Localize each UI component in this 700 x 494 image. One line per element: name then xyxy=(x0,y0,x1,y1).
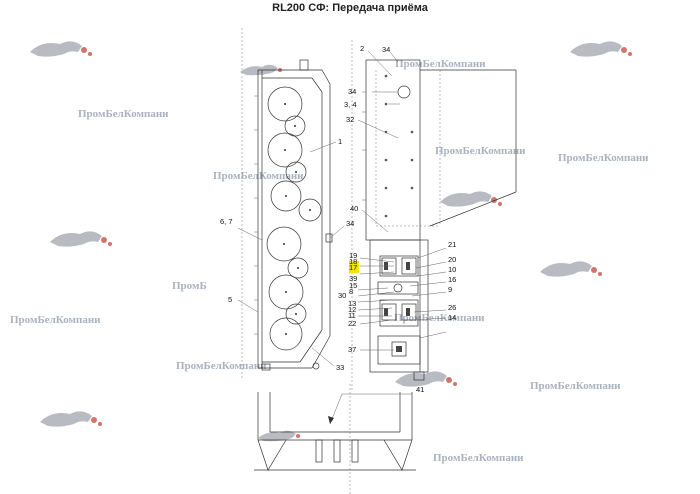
callout-label: 34 xyxy=(346,219,354,228)
callout-label: 10 xyxy=(448,265,456,274)
watermark-text: ПромБелКомпани xyxy=(10,314,101,326)
callout-label: 14 xyxy=(448,313,456,322)
diagram-title: RL200 СФ: Передача приёма xyxy=(272,2,428,14)
callout-label: 2 xyxy=(360,44,364,53)
left-frame-view xyxy=(237,28,345,380)
highlight-marker xyxy=(349,261,359,273)
callout-label: 33 xyxy=(336,363,344,372)
callout-label: 34 xyxy=(382,45,390,54)
callout-label: 40 xyxy=(350,204,358,213)
callout-label: 3, 4 xyxy=(344,100,357,109)
callout-label: 37 xyxy=(348,345,356,354)
callout-label: 32 xyxy=(346,115,354,124)
callout-label: 1 xyxy=(338,137,342,146)
callout-label: 12 xyxy=(348,305,356,314)
watermark-text: ПромБ xyxy=(172,280,207,292)
watermark-text: ПромБелКомпани xyxy=(435,145,526,157)
callout-label: 30 xyxy=(338,291,346,300)
callout-labels: 1 6, 7 5 34 33 2 34 34 3, 4 32 40 19 18 … xyxy=(220,44,456,394)
right-panel-view xyxy=(349,40,517,390)
callout-label: 34 xyxy=(348,87,356,96)
watermark-text: ПромБелКомпани xyxy=(394,312,485,324)
watermark-logo xyxy=(30,41,632,442)
callout-label: 39 xyxy=(349,274,357,283)
bottom-chute-view xyxy=(254,384,416,494)
callout-label: 6, 7 xyxy=(220,217,233,226)
callout-label: 19 xyxy=(349,251,357,260)
watermark-text: ПромБелКомпани xyxy=(530,380,621,392)
callout-label: 17 xyxy=(349,263,357,272)
callout-label: 13 xyxy=(348,299,356,308)
callout-label: 9 xyxy=(448,285,452,294)
callout-label: 8 xyxy=(349,287,353,296)
watermark-text: ПромБелКомпани xyxy=(176,360,267,372)
callout-label: 21 xyxy=(448,240,456,249)
callout-label: 5 xyxy=(228,295,232,304)
callout-label: 11 xyxy=(348,311,356,320)
callout-label: 22 xyxy=(348,319,356,328)
callout-label: 26 xyxy=(448,303,456,312)
watermark-text: ПромБелКомпани xyxy=(433,452,524,464)
callout-label: 18 xyxy=(349,257,357,266)
callout-label: 41 xyxy=(416,385,424,394)
watermark-text: ПромБелКомпани xyxy=(558,152,649,164)
callout-label: 15 xyxy=(349,281,357,290)
callout-label: 20 xyxy=(448,255,456,264)
watermark-text: ПромБелКомпани xyxy=(395,58,486,70)
callout-label: 16 xyxy=(448,275,456,284)
watermark-text: ПромБелКомпани xyxy=(78,108,169,120)
